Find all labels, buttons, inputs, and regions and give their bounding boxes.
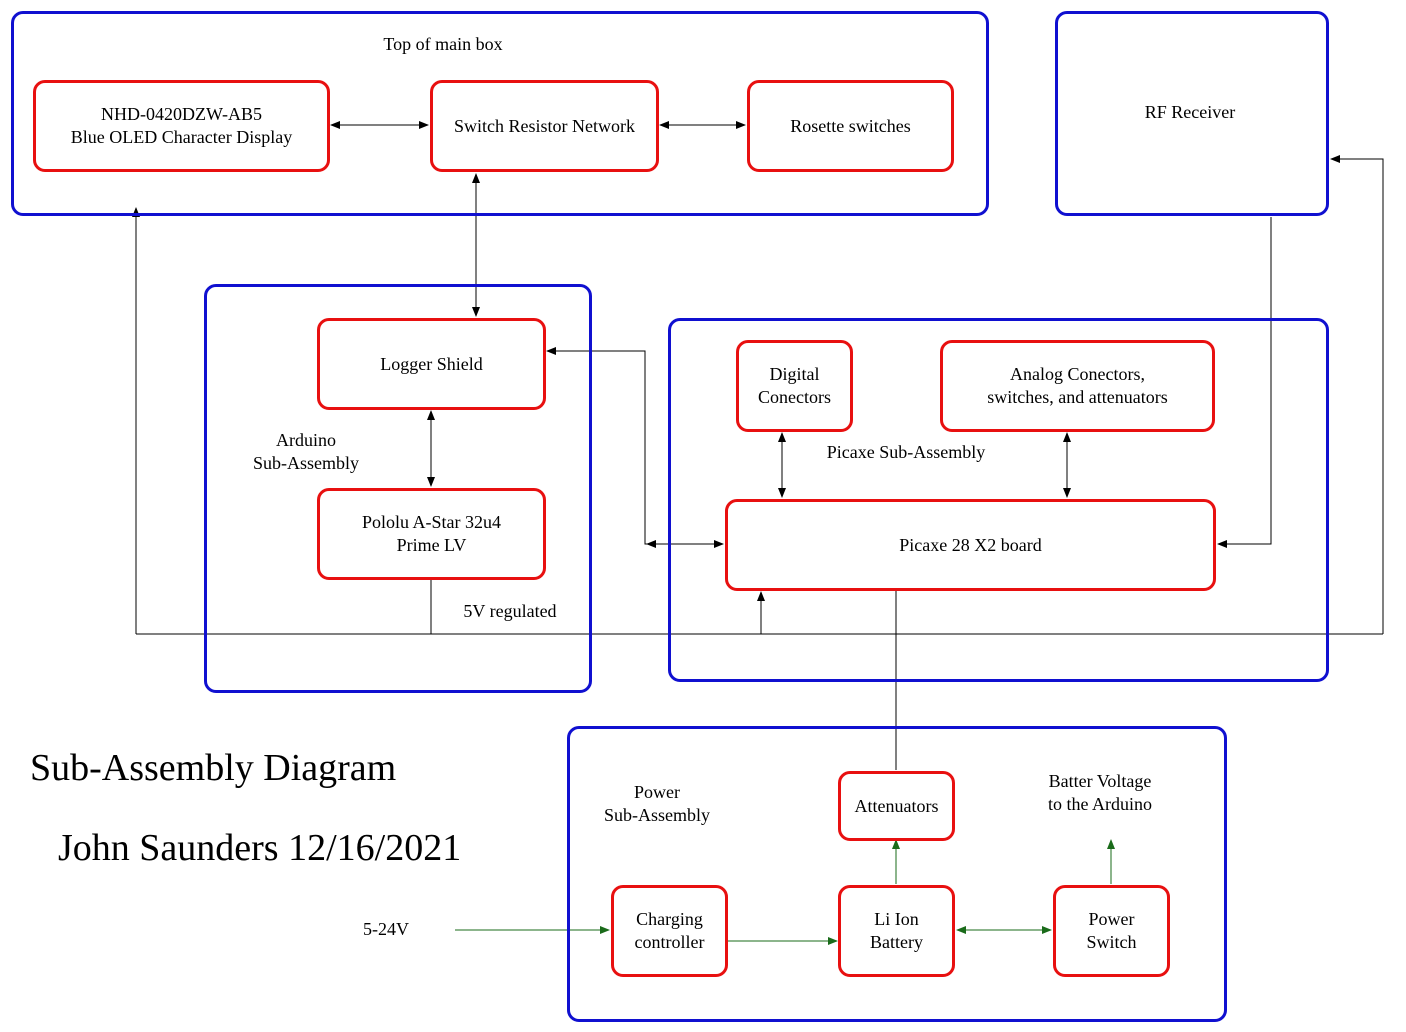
- digital-connectors-block: Digital Conectors: [736, 340, 853, 432]
- top-main-box-group: [11, 11, 989, 216]
- diagram-title: Sub-Assembly Diagram: [30, 747, 397, 789]
- rf-receiver-label: RF Receiver: [1144, 102, 1236, 122]
- power-group-label: Power Sub-Assembly: [603, 782, 710, 825]
- rosette-switches-block: Rosette switches: [747, 80, 954, 172]
- top-main-box-label: Top of main box: [383, 34, 503, 54]
- logger-shield-block: Logger Shield: [317, 318, 546, 410]
- picaxe-group-label: Picaxe Sub-Assembly: [826, 442, 986, 462]
- input-voltage-label: 5-24V: [363, 919, 409, 939]
- regulated-label: 5V regulated: [463, 601, 557, 621]
- picaxe-board-block: Picaxe 28 X2 board: [725, 499, 1216, 591]
- rf-receiver-group: [1055, 11, 1329, 216]
- power-switch-block: Power Switch: [1053, 885, 1170, 977]
- charging-controller-block: Charging controller: [611, 885, 728, 977]
- analog-connectors-block: Analog Conectors, switches, and attenuat…: [940, 340, 1215, 432]
- switch-network-block: Switch Resistor Network: [430, 80, 659, 172]
- battery-voltage-label: Batter Voltage to the Arduino: [1048, 771, 1152, 814]
- attenuators-block: Attenuators: [838, 771, 955, 841]
- rf-picaxe-link: [1217, 217, 1272, 548]
- arduino-group-label: Arduino Sub-Assembly: [252, 430, 359, 473]
- power-group: [567, 726, 1227, 1022]
- pololu-block: Pololu A-Star 32u4 Prime LV: [317, 488, 546, 580]
- oled-display-block: NHD-0420DZW-AB5 Blue OLED Character Disp…: [33, 80, 330, 172]
- author-date: John Saunders 12/16/2021: [58, 827, 462, 869]
- logger-picaxe-link: [546, 347, 724, 548]
- li-ion-battery-block: Li Ion Battery: [838, 885, 955, 977]
- picaxe-group: [668, 318, 1329, 682]
- arduino-group: [204, 284, 592, 693]
